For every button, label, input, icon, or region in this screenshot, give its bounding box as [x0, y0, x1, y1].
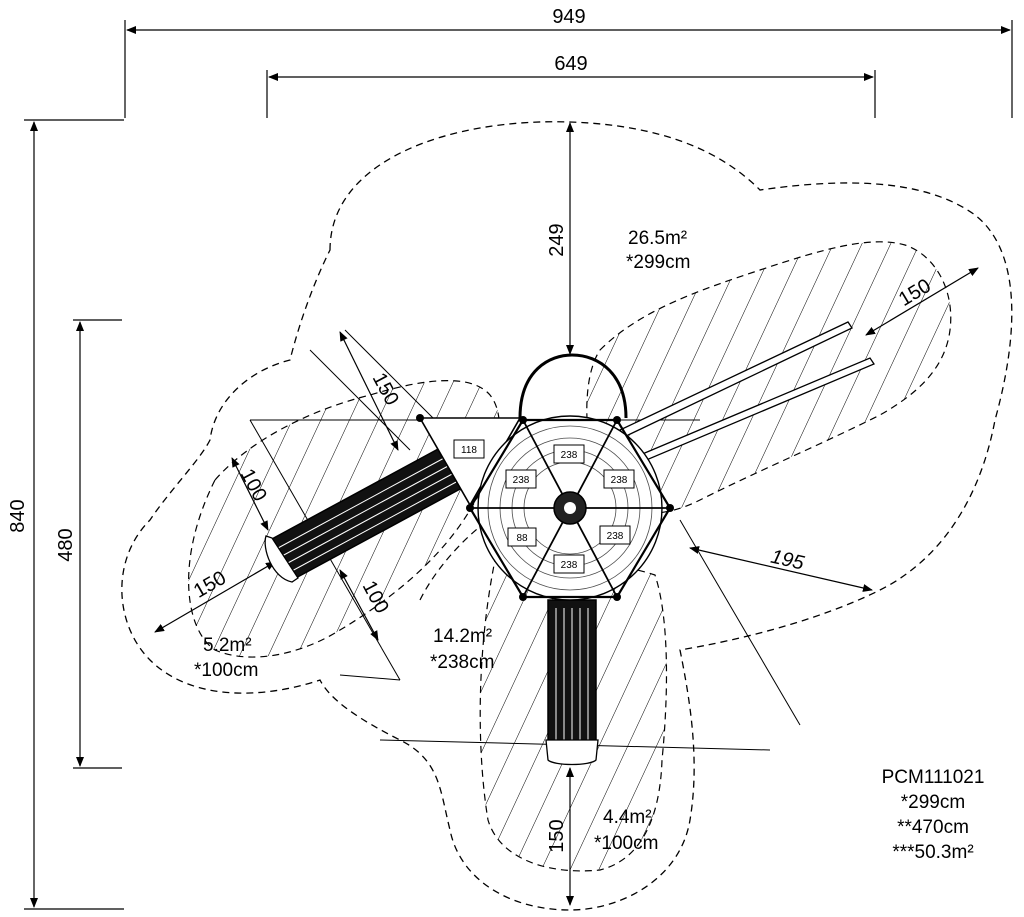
bottom-end-dim-label: 150 [546, 819, 568, 852]
fall-height: **470cm [897, 817, 969, 838]
zone-label-top: 26.5m² *299cm [626, 228, 690, 273]
dimension-overall-width [124, 20, 1013, 118]
platform-tag: 238 [505, 469, 537, 489]
platform-tag: 118 [453, 439, 485, 459]
svg-text:*299cm: *299cm [626, 252, 690, 273]
dimension-overall-depth [24, 119, 124, 910]
platform-tag: 238 [603, 469, 635, 489]
svg-text:*100cm: *100cm [594, 833, 658, 854]
zone-label-bottom: 4.4m² *100cm [594, 807, 658, 854]
platform-tag: 238 [553, 554, 585, 574]
dimension-structure-width [266, 70, 876, 118]
outer-safety-zone [121, 121, 1013, 911]
svg-text:14.2m²: 14.2m² [433, 626, 492, 647]
zone-label-left: 5.2m² *100cm [194, 635, 258, 681]
product-code: PCM111021 [881, 767, 985, 788]
svg-text:5.2m²: 5.2m² [203, 635, 252, 656]
svg-text:238: 238 [561, 450, 578, 461]
left-depth-label: 480 [55, 528, 77, 561]
structure-width-label: 649 [554, 53, 587, 75]
product-info-block: PCM111021 *299cm **470cm ***50.3m² [848, 765, 1018, 865]
svg-text:238: 238 [513, 475, 530, 486]
svg-text:88: 88 [516, 533, 528, 544]
platform-tag: 238 [553, 444, 585, 464]
svg-text:238: 238 [561, 560, 578, 571]
svg-text:4.4m²: 4.4m² [603, 807, 652, 828]
overall-depth-label: 840 [7, 499, 29, 532]
free-height: *299cm [900, 792, 966, 813]
top-clearance-label: 249 [546, 223, 568, 256]
hex-tower [416, 414, 674, 601]
total-area: ***50.3m² [892, 842, 974, 863]
svg-text:238: 238 [611, 475, 628, 486]
svg-text:*100cm: *100cm [194, 660, 258, 681]
overall-width-label: 949 [552, 6, 585, 28]
platform-height-tags: 118 238 238 238 88 238 238 [453, 439, 635, 574]
left-slide [264, 446, 464, 583]
platform-tag: 88 [507, 527, 537, 547]
zone-label-middle: 14.2m² *238cm [430, 626, 494, 673]
diagonal-dim-label: 195 [769, 546, 807, 575]
svg-text:238: 238 [607, 531, 624, 542]
svg-text:118: 118 [461, 445, 477, 456]
svg-text:26.5m²: 26.5m² [628, 228, 687, 249]
top-arch [518, 353, 628, 419]
dimension-left-depth [73, 319, 122, 769]
platform-tag: 238 [599, 525, 631, 545]
svg-text:*238cm: *238cm [430, 652, 494, 673]
bottom-slide [545, 599, 599, 766]
